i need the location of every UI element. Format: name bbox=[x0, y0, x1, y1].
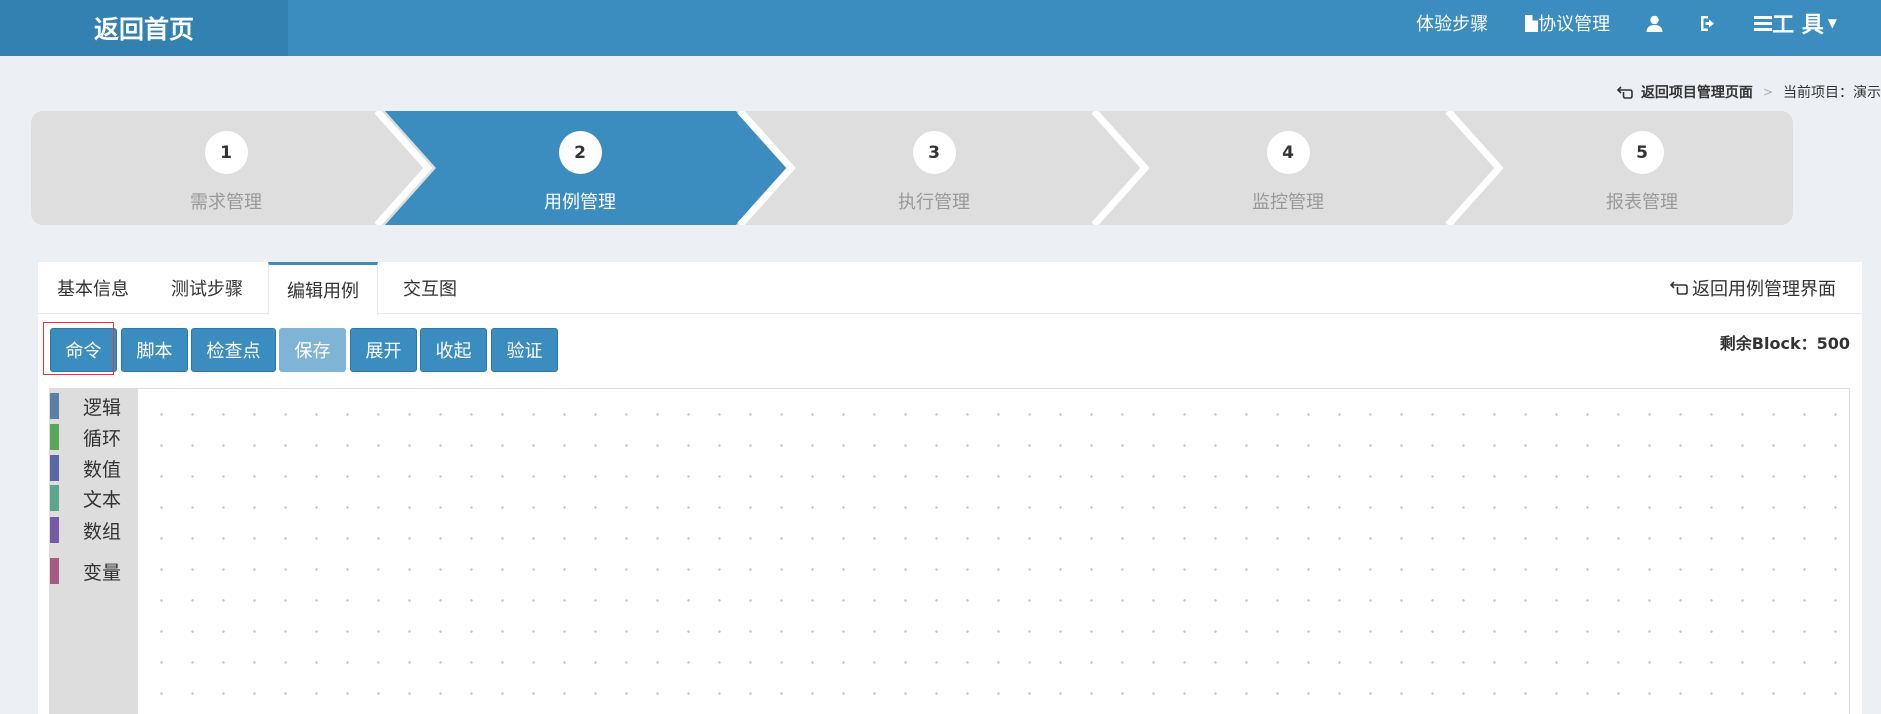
blockly-workspace: 逻辑 循环 数值 文本 数组 变量 bbox=[49, 388, 1850, 714]
hand-point-left-icon bbox=[1616, 85, 1633, 99]
current-project: 当前项目：演示 bbox=[1783, 85, 1881, 101]
caret-down-icon: ▼ bbox=[1827, 16, 1837, 30]
logout-button[interactable] bbox=[1681, 0, 1736, 46]
back-to-case-management-link[interactable]: 返回用例管理界面 bbox=[1670, 262, 1836, 314]
step-monitoring[interactable]: 4 监控管理 bbox=[1111, 111, 1465, 225]
step-label: 监控管理 bbox=[1252, 192, 1324, 213]
back-to-case-management-label: 返回用例管理界面 bbox=[1692, 279, 1836, 300]
tools-label: 工 具 bbox=[1772, 13, 1824, 38]
category-color-swatch bbox=[50, 517, 59, 543]
back-to-projects-link[interactable]: 返回项目管理页面 bbox=[1616, 82, 1753, 102]
block-toolbox: 逻辑 循环 数值 文本 数组 变量 bbox=[50, 389, 138, 714]
category-lists[interactable]: 数组 bbox=[50, 517, 138, 543]
category-color-swatch bbox=[50, 485, 59, 511]
nav-experience-steps-label: 体验步骤 bbox=[1416, 14, 1489, 35]
step-label: 需求管理 bbox=[190, 192, 262, 213]
category-label: 数值 bbox=[83, 458, 122, 481]
validate-button[interactable]: 验证 bbox=[491, 328, 558, 372]
top-navbar: 返回首页 体验步骤 协议管理 工 具 ▼ bbox=[0, 0, 1881, 56]
step-execution[interactable]: 3 执行管理 bbox=[757, 111, 1111, 225]
step-number: 4 bbox=[1266, 131, 1310, 174]
category-color-swatch bbox=[50, 558, 59, 584]
category-text[interactable]: 文本 bbox=[50, 485, 138, 511]
category-logic[interactable]: 逻辑 bbox=[50, 393, 138, 419]
category-label: 变量 bbox=[83, 561, 122, 584]
step-cases[interactable]: 2 用例管理 bbox=[403, 111, 757, 225]
step-requirements[interactable]: 1 需求管理 bbox=[49, 111, 403, 225]
step-number: 5 bbox=[1620, 131, 1664, 174]
category-loops[interactable]: 循环 bbox=[50, 424, 138, 450]
category-label: 文本 bbox=[83, 488, 122, 511]
category-label: 数组 bbox=[83, 520, 122, 543]
tools-dropdown[interactable]: 工 具 ▼ bbox=[1736, 0, 1855, 46]
collapse-button[interactable]: 收起 bbox=[420, 328, 487, 372]
step-number: 2 bbox=[558, 131, 602, 174]
category-color-swatch bbox=[50, 393, 59, 419]
tab-edit-case[interactable]: 编辑用例 bbox=[268, 262, 378, 315]
expand-button[interactable]: 展开 bbox=[350, 328, 417, 372]
category-variables[interactable]: 变量 bbox=[50, 558, 138, 584]
navbar-right: 体验步骤 协议管理 工 具 ▼ bbox=[1398, 0, 1855, 46]
nav-protocol-management-label: 协议管理 bbox=[1538, 14, 1611, 35]
wizard-background bbox=[31, 111, 1793, 225]
breadcrumb-separator: > bbox=[1762, 85, 1773, 99]
category-label: 逻辑 bbox=[83, 396, 122, 419]
home-link[interactable]: 返回首页 bbox=[0, 0, 288, 56]
save-button[interactable]: 保存 bbox=[279, 328, 346, 372]
command-button[interactable]: 命令 bbox=[50, 328, 117, 372]
checkpoint-button[interactable]: 检查点 bbox=[191, 328, 276, 372]
tab-basic-info[interactable]: 基本信息 bbox=[57, 279, 129, 300]
tab-interaction-diagram[interactable]: 交互图 bbox=[403, 279, 457, 300]
user-button[interactable] bbox=[1628, 0, 1681, 46]
step-reports[interactable]: 5 报表管理 bbox=[1465, 111, 1819, 225]
nav-protocol-management[interactable]: 协议管理 bbox=[1506, 0, 1628, 46]
category-color-swatch bbox=[50, 455, 59, 481]
workflow-wizard: 1 需求管理 2 用例管理 3 执行管理 4 监控管理 5 报表管理 bbox=[31, 111, 1793, 225]
menu-icon bbox=[1754, 15, 1773, 31]
script-button[interactable]: 脚本 bbox=[121, 328, 188, 372]
user-icon bbox=[1646, 15, 1663, 32]
step-label: 报表管理 bbox=[1606, 192, 1678, 213]
tab-bar: 基本信息 测试步骤 编辑用例 交互图 返回用例管理界面 bbox=[38, 262, 1862, 315]
case-editor-panel: 基本信息 测试步骤 编辑用例 交互图 返回用例管理界面 命令 脚本 检查点 保存… bbox=[38, 262, 1862, 714]
tab-test-steps[interactable]: 测试步骤 bbox=[171, 279, 243, 300]
category-math[interactable]: 数值 bbox=[50, 455, 138, 481]
logout-icon bbox=[1701, 15, 1715, 31]
back-to-projects-label: 返回项目管理页面 bbox=[1640, 85, 1753, 101]
step-label: 用例管理 bbox=[544, 192, 616, 213]
workspace-canvas[interactable] bbox=[138, 389, 1849, 714]
category-color-swatch bbox=[50, 424, 59, 450]
hand-point-left-icon bbox=[1670, 281, 1688, 295]
breadcrumb: 返回项目管理页面 > 当前项目：演示 bbox=[1616, 82, 1881, 102]
remaining-block-count: 剩余Block：500 bbox=[1719, 334, 1850, 353]
nav-experience-steps[interactable]: 体验步骤 bbox=[1398, 0, 1506, 46]
step-number: 1 bbox=[204, 131, 248, 174]
file-icon bbox=[1525, 14, 1539, 32]
step-number: 3 bbox=[912, 131, 956, 174]
step-label: 执行管理 bbox=[898, 192, 970, 213]
category-label: 循环 bbox=[83, 427, 122, 450]
